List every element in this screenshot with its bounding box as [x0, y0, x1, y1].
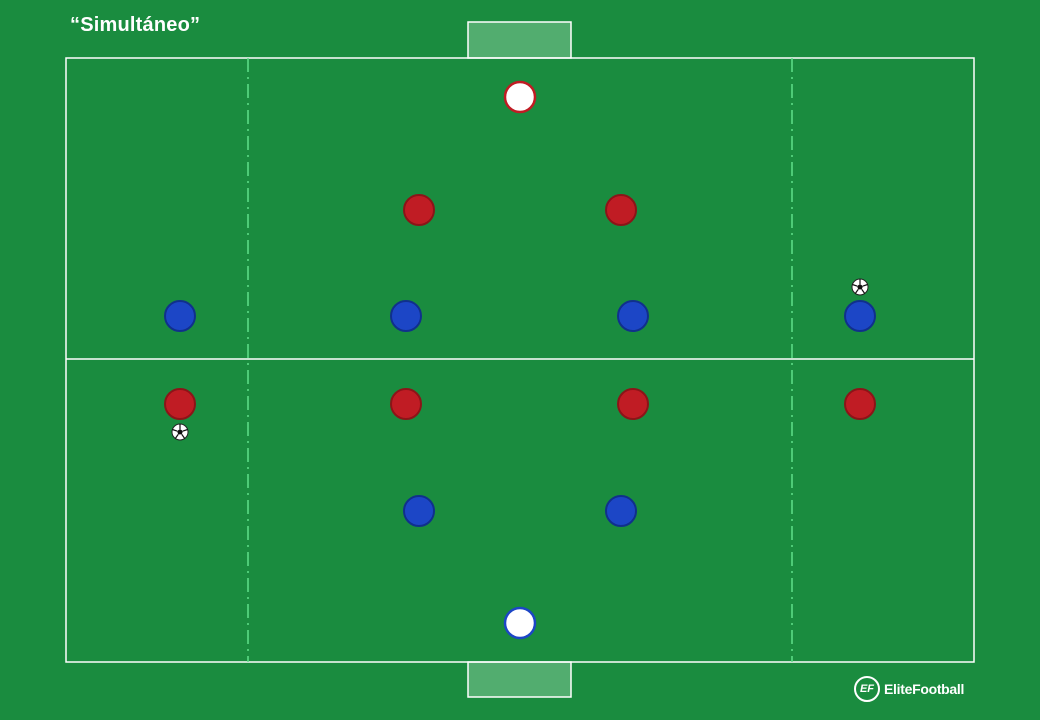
red-player — [617, 388, 649, 420]
blue-player — [403, 495, 435, 527]
logo-mark: EF — [854, 676, 880, 702]
red-player — [390, 388, 422, 420]
pitch-boundary — [65, 57, 975, 663]
logo-text: EliteFootball — [884, 681, 965, 697]
ball-icon — [851, 278, 869, 296]
red-player — [605, 194, 637, 226]
blue-player — [605, 495, 637, 527]
drill-title: “Simultáneo” — [70, 14, 201, 36]
elitefootball-logo: EF EliteFootball — [854, 676, 964, 702]
red-player — [403, 194, 435, 226]
goalkeeper-blue — [503, 606, 537, 640]
blue-player — [617, 300, 649, 332]
top-goal — [467, 21, 572, 59]
blue-player — [164, 300, 196, 332]
goalkeeper-red — [503, 80, 537, 114]
blue-player — [844, 300, 876, 332]
blue-player — [390, 300, 422, 332]
ball-icon — [171, 423, 189, 441]
bottom-goal — [467, 661, 572, 698]
red-player — [164, 388, 196, 420]
red-player — [844, 388, 876, 420]
